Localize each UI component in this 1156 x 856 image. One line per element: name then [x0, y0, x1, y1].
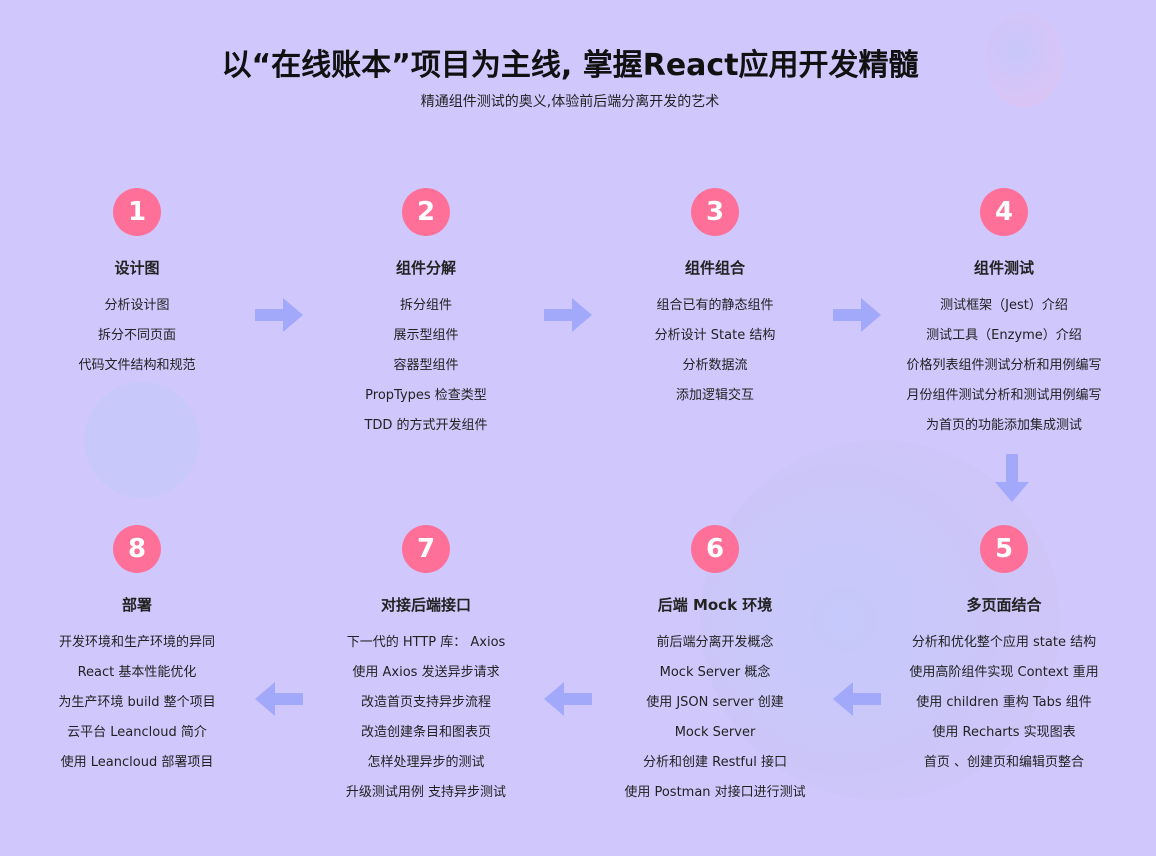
step-item: 升级测试用例 支持异步测试 — [345, 785, 507, 800]
step-item: React 基本性能优化 — [77, 665, 197, 680]
page-subtitle: 精通组件测试的奥义,体验前后端分离开发的艺术 — [420, 94, 720, 110]
step-title: 组件分解 — [395, 259, 456, 277]
step-item: 为首页的功能添加集成测试 — [925, 418, 1082, 433]
decor-blob — [985, 12, 1063, 107]
arrow-down-icon — [995, 454, 1029, 502]
step-6: 6 后端 Mock 环境前后端分离开发概念 Mock Server 概念使用 JSO… — [575, 525, 855, 813]
step-item: 改造首页支持异步流程 — [360, 695, 491, 710]
step-item: 使用 Leancloud 部署项目 — [60, 755, 214, 770]
step-item: 代码文件结构和规范 — [78, 358, 196, 373]
step-number-badge: 8 — [113, 525, 161, 573]
step-number-badge: 6 — [691, 525, 739, 573]
arrow-left-icon — [833, 682, 881, 716]
step-title: 设计图 — [114, 259, 160, 277]
decor-blob — [700, 440, 1060, 800]
step-item: 分析数据流 — [682, 358, 748, 373]
step-item: 改造创建条目和图表页 — [360, 725, 491, 740]
step-item: 使用 JSON server 创建 — [646, 695, 784, 710]
step-item: TDD 的方式开发组件 — [364, 418, 488, 433]
step-title: 后端 Mock 环境 — [657, 596, 773, 614]
step-item: 添加逻辑交互 — [675, 388, 754, 403]
step-item: 使用 Postman 对接口进行测试 — [624, 785, 806, 800]
step-title: 部署 — [121, 596, 152, 614]
step-item: 分析设计图 — [104, 298, 170, 313]
decor-blob — [84, 382, 200, 498]
step-item: 拆分不同页面 — [97, 328, 176, 343]
step-item: 分析和创建 Restful 接口 — [642, 755, 787, 770]
step-3: 3 组件组合组合已有的静态组件分析设计 State 结构分析数据流添加逻辑交互 — [575, 188, 855, 416]
step-7: 7 对接后端接口下一代的 HTTP 库： Axios 使用 Axios 发送异步请求… — [286, 525, 566, 813]
step-number-badge: 4 — [980, 188, 1028, 236]
step-item: 开发环境和生产环境的异同 — [58, 635, 215, 650]
step-title: 组件测试 — [973, 259, 1034, 277]
arrow-right-icon — [833, 298, 881, 332]
step-number-badge: 7 — [402, 525, 450, 573]
arrow-right-icon — [544, 298, 592, 332]
step-item: 使用高阶组件实现 Context 重用 — [909, 665, 1099, 680]
step-item: 展示型组件 — [393, 328, 459, 343]
step-item: 分析和优化整个应用 state 结构 — [911, 635, 1097, 650]
step-number-badge: 2 — [402, 188, 450, 236]
step-item: 测试工具（Enzyme）介绍 — [926, 328, 1082, 343]
step-title: 对接后端接口 — [380, 596, 471, 614]
step-2: 2 组件分解拆分组件展示型组件容器型组件 PropTypes 检查类型 TDD 的方式… — [286, 188, 566, 446]
arrow-left-icon — [255, 682, 303, 716]
step-item: 云平台 Leancloud 简介 — [67, 725, 207, 740]
step-1: 1 设计图分析设计图拆分不同页面代码文件结构和规范 — [0, 188, 277, 386]
page-title: 以“在线账本”项目为主线, 掌握React应用开发精髓 — [221, 48, 919, 83]
arrow-right-icon — [255, 298, 303, 332]
step-8: 8 部署开发环境和生产环境的异同 React 基本性能优化为生产环境 build 整… — [0, 525, 277, 783]
step-title: 多页面结合 — [966, 596, 1042, 614]
step-item: 使用 Axios 发送异步请求 — [352, 665, 500, 680]
arrow-left-icon — [544, 682, 592, 716]
step-item: 容器型组件 — [393, 358, 459, 373]
step-item: 组合已有的静态组件 — [656, 298, 774, 313]
step-number-badge: 3 — [691, 188, 739, 236]
step-item: 为生产环境 build 整个项目 — [58, 695, 216, 710]
step-title: 组件组合 — [684, 259, 745, 277]
step-5: 5 多页面结合分析和优化整个应用 state 结构使用高阶组件实现 Context… — [864, 525, 1144, 783]
step-item: Mock Server 概念 — [659, 665, 771, 680]
step-item: 前后端分离开发概念 — [656, 635, 774, 650]
step-item: 使用 Recharts 实现图表 — [932, 725, 1076, 740]
step-item: 测试框架（Jest）介绍 — [940, 298, 1068, 313]
step-item: 怎样处理异步的测试 — [367, 755, 485, 770]
step-item: PropTypes 检查类型 — [365, 388, 487, 403]
step-item: 拆分组件 — [399, 298, 452, 313]
step-number-badge: 1 — [113, 188, 161, 236]
step-item: 首页 、创建页和编辑页整合 — [923, 755, 1085, 770]
step-item: 使用 children 重构 Tabs 组件 — [916, 695, 1092, 710]
step-item: 价格列表组件测试分析和用例编写 — [906, 358, 1102, 373]
step-item: Mock Server — [674, 725, 756, 740]
step-number-badge: 5 — [980, 525, 1028, 573]
step-item: 分析设计 State 结构 — [654, 328, 776, 343]
step-item: 月份组件测试分析和测试用例编写 — [906, 388, 1102, 403]
step-item: 下一代的 HTTP 库： Axios — [346, 635, 506, 650]
step-4: 4 组件测试测试框架（Jest）介绍测试工具（Enzyme）介绍价格列表组件测试分… — [864, 188, 1144, 446]
